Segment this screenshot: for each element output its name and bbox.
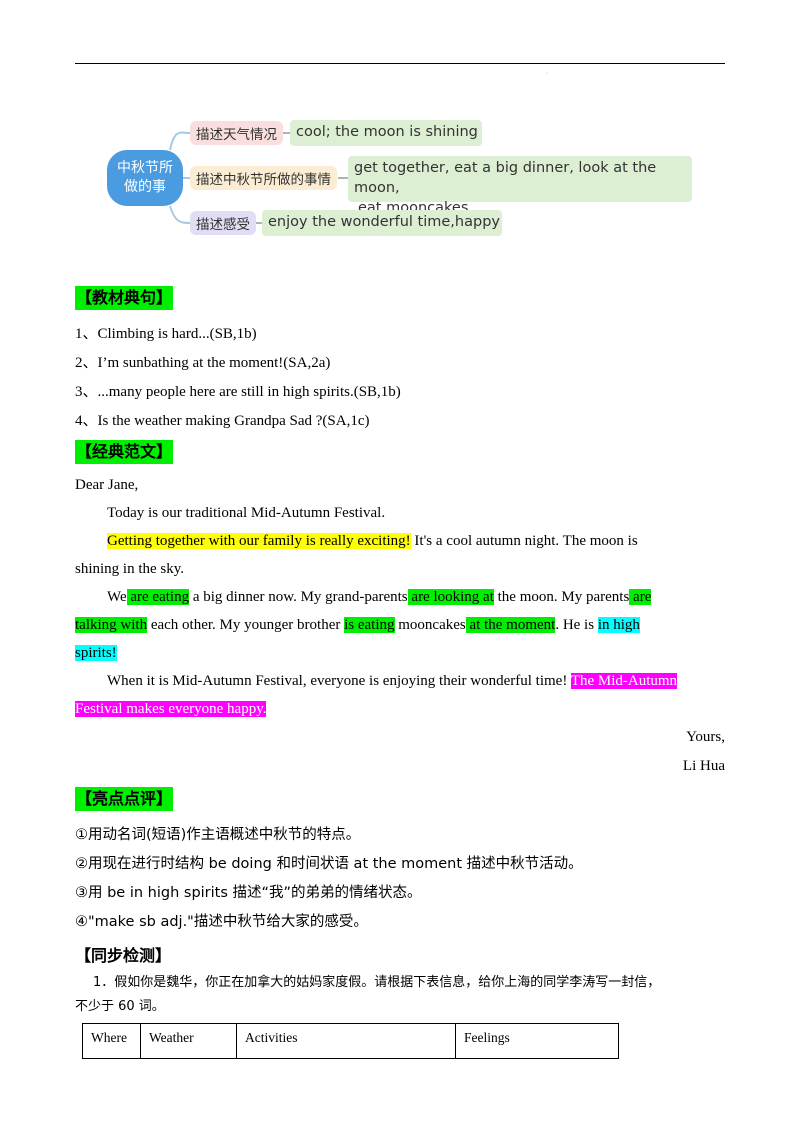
- letter-paragraph-2-line2: shining in the sky.: [75, 561, 185, 577]
- section-practice-heading: 【同步检测】: [75, 946, 172, 965]
- connector-feelings: [169, 205, 191, 224]
- sentence-3: 3、...many people here are still in high …: [75, 384, 401, 400]
- info-table: Where Weather Activities Feelings: [82, 1023, 619, 1059]
- practice-task-line2: 不少于 60 词。: [75, 999, 165, 1014]
- letter-greeting: Dear Jane,: [75, 477, 139, 493]
- letter-paragraph-3-line3: spirits!: [75, 645, 117, 662]
- branch-weather: 描述天气情况: [190, 121, 283, 145]
- highlight-mid-autumn: The Mid-Autumn: [570, 673, 678, 689]
- section-highlights-heading: 【亮点点评】: [75, 787, 174, 811]
- header-rule: [75, 63, 725, 64]
- mind-map-connectors: [169, 131, 348, 224]
- letter-signature: Li Hua: [682, 758, 725, 774]
- comment-1: ①用动名词(短语)作主语概述中秋节的特点。: [75, 827, 361, 843]
- practice-task-line1: 1．假如你是魏华，你正在加拿大的姑妈家度假。请根据下表信息，给你上海的同学李涛写…: [93, 975, 661, 990]
- table-header-weather: Weather: [140, 1023, 237, 1059]
- highlight-are-looking-at: are looking at: [407, 589, 494, 605]
- comment-4: ④"make sb adj."描述中秋节给大家的感受。: [75, 914, 368, 930]
- highlight-gerund-subject: Getting together with our family is real…: [107, 533, 411, 549]
- comment-3: ③用 be in high spirits 描述“我”的弟弟的情绪状态。: [75, 885, 422, 901]
- highlight-at-the-moment: at the moment: [465, 617, 556, 633]
- mind-map-center: 中秋节所做的事: [107, 150, 183, 206]
- leaf-feelings: enjoy the wonderful time,happy: [262, 210, 502, 236]
- connector-weather: [169, 131, 191, 151]
- table-header-where: Where: [82, 1023, 141, 1059]
- highlight-makes-everyone-happy: Festival makes everyone happy.: [75, 701, 267, 717]
- highlight-in-high: in high: [597, 617, 640, 633]
- page-mark: ·: [546, 71, 548, 77]
- leaf-weather: cool; the moon is shining: [290, 120, 482, 146]
- section-model-heading: 【经典范文】: [75, 440, 174, 464]
- sentence-2: 2、I’m sunbathing at the moment!(SA,2a): [75, 355, 331, 371]
- highlight-is-eating: is eating: [344, 617, 395, 633]
- leaf-activities-line1: get together, eat a big dinner, look at …: [354, 160, 657, 196]
- sentence-4: 4、Is the weather making Grandpa Sad ?(SA…: [75, 413, 370, 429]
- highlight-are: are: [629, 589, 652, 605]
- letter-closing: Yours,: [686, 729, 725, 745]
- section-textbook-heading: 【教材典句】: [75, 286, 174, 310]
- branch-feelings: 描述感受: [190, 211, 256, 235]
- branch-activities: 描述中秋节所做的事情: [190, 166, 337, 190]
- comment-2: ②用现在进行时结构 be doing 和时间状语 at the moment 描…: [75, 856, 583, 872]
- letter-paragraph-4-line1: When it is Mid-Autumn Festival, everyone…: [107, 673, 678, 689]
- table-header-activities: Activities: [236, 1023, 456, 1059]
- leaf-activities: get together, eat a big dinner, look at …: [348, 156, 692, 216]
- table-row: Where Weather Activities Feelings: [82, 1023, 619, 1059]
- table-header-feelings: Feelings: [455, 1023, 619, 1059]
- letter-paragraph-2-line1: Getting together with our family is real…: [107, 533, 638, 549]
- highlight-spirits: spirits!: [75, 645, 117, 661]
- highlight-are-eating: are eating: [126, 589, 190, 605]
- letter-paragraph-3-line1: We are eating a big dinner now. My grand…: [107, 589, 652, 605]
- sentence-1: 1、Climbing is hard...(SB,1b): [75, 326, 257, 342]
- letter-paragraph-1: Today is our traditional Mid-Autumn Fest…: [107, 505, 386, 521]
- letter-paragraph-4-line2: Festival makes everyone happy.: [75, 701, 267, 718]
- practice-task: 1．假如你是魏华，你正在加拿大的姑妈家度假。请根据下表信息，给你上海的同学李涛写…: [75, 971, 725, 1019]
- highlight-talking-with: talking with: [75, 617, 148, 633]
- letter-paragraph-3-line2: talking with each other. My younger brot…: [75, 617, 640, 633]
